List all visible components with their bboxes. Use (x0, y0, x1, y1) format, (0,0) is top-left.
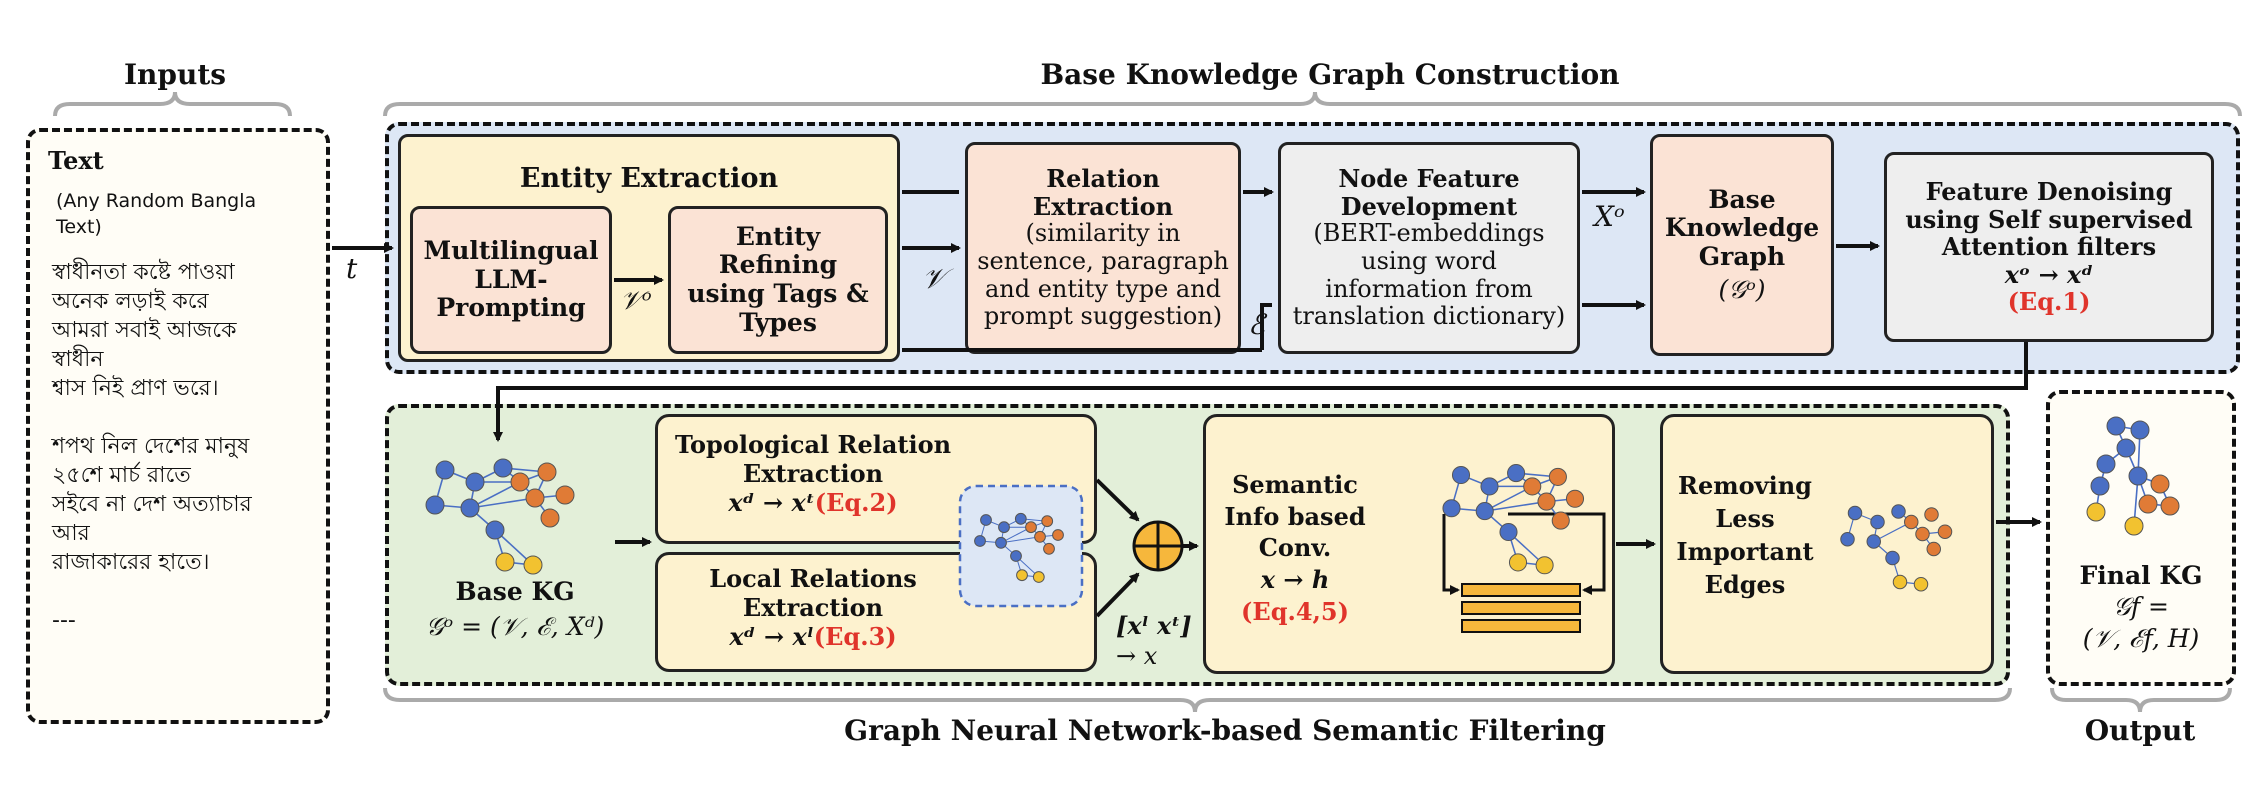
bangla-line: শপথ নিল দেশের মানুষ (52, 434, 250, 460)
bangla-line: শ্বাস নিই প্রাণ ভরে। (52, 376, 219, 402)
semantic-eq: (Eq.4,5) (1241, 596, 1349, 626)
input-text-panel: Text (Any Random Bangla Text) স্বাধীনতা … (26, 128, 330, 724)
relation-desc-line: sentence, paragraph (977, 247, 1229, 275)
topological-title-line: Extraction (742, 458, 884, 488)
denoising-title-line: using Self supervised (1905, 204, 2193, 234)
gnn-brace (383, 687, 2012, 713)
topological-formula: xᵈ → xᵗ (728, 487, 815, 517)
base-kg-caption: Base KG 𝒢ᵒ = (𝒱, ℰ, Xᵈ) (400, 574, 630, 644)
arrow-label-v: 𝒱 (922, 262, 946, 295)
bangla-line: সইবে না দেশ অত্যাচার (52, 492, 252, 518)
gnn-filtering-title: Graph Neural Network-based Semantic Filt… (844, 714, 1606, 747)
denoising-title-line: Feature Denoising (1925, 177, 2173, 207)
bangla-line: স্বাধীনতা কষ্টে পাওয়া (52, 260, 235, 286)
output-brace (2050, 687, 2232, 713)
local-relations-box: Local Relations Extraction xᵈ → xˡ(Eq.3) (655, 552, 1097, 672)
output-panel (2046, 390, 2236, 686)
arrow-label-e: ℰ (1248, 308, 1265, 341)
refining-line: using Tags & (687, 279, 869, 308)
refining-line: Types (739, 307, 817, 337)
llm-line: LLM- (474, 264, 548, 294)
base-kg-label: Base KG (455, 577, 575, 606)
node-feature-desc-line: (BERT-embeddings (1313, 219, 1545, 248)
input-subtitle-line2: Text) (56, 215, 102, 238)
bangla-line: ২৫শে মার্চ রাতে (52, 463, 191, 489)
removing-title-line: Removing (1678, 471, 1812, 500)
llm-line: Prompting (436, 293, 586, 323)
base-kg-title-line: Base (1708, 184, 1776, 214)
node-feature-box: Node Feature Development (BERT-embedding… (1278, 142, 1580, 354)
base-kg-formula: 𝒢ᵒ = (𝒱, ℰ, Xᵈ) (425, 612, 605, 641)
semantic-title-line: Conv. (1258, 533, 1332, 563)
bangla-text: স্বাধীনতা কষ্টে পাওয়া অনেক লড়াই করে আম… (52, 258, 312, 635)
base-kg-title-line: Knowledge (1664, 213, 1820, 243)
final-kg-caption: Final KG 𝒢f = (𝒱, ℰf, H) (2046, 560, 2236, 654)
topological-eq: (Eq.2) (814, 487, 898, 517)
arrow-label-t: t (346, 252, 358, 285)
multilingual-llm-box: Multilingual LLM- Prompting (410, 206, 612, 354)
base-kg-title-line: Graph (1698, 242, 1786, 271)
topological-title-line: Topological Relation (674, 430, 952, 459)
arrow-label-vo: 𝒱ᵒ (620, 286, 652, 316)
denoising-formula: xᵒ → xᵈ (2004, 259, 2094, 289)
node-feature-title-line: Node Feature (1338, 164, 1520, 194)
inputs-brace (53, 91, 292, 117)
bangla-line: স্বাধীন (52, 347, 104, 373)
base-kg-construction-title: Base Knowledge Graph Construction (1040, 58, 1620, 91)
bangla-line: রাজাকারের হাতে। (52, 550, 210, 576)
bangla-line: আমরা সবাই আজকে (52, 318, 237, 344)
semantic-title-line: Info based (1224, 501, 1366, 531)
final-kg-formula-line2: (𝒱, ℰf, H) (2082, 623, 2200, 653)
semantic-conv-box: Semantic Info based Conv. x → h (Eq.4,5) (1203, 414, 1615, 674)
relation-extraction-box: Relation Extraction (similarity in sente… (965, 142, 1241, 354)
concat-line1: [xˡ xᵗ] (1116, 611, 1192, 640)
local-eq: (Eq.3) (813, 621, 897, 651)
entity-refining-box: Entity Refining using Tags & Types (668, 206, 888, 354)
input-subtitle-line1: (Any Random Bangla (56, 190, 257, 212)
concat-line2: → x (1116, 642, 1158, 671)
bangla-line: আর (52, 521, 90, 547)
inputs-title: Inputs (123, 58, 227, 91)
arrow-label-xo: Xᵒ (1594, 200, 1625, 233)
concat-label: [xˡ xᵗ] → x (1116, 610, 1192, 672)
bangla-line (52, 577, 312, 606)
denoising-eq: (Eq.1) (2007, 287, 2091, 317)
final-kg-formula-line1: 𝒢f = (2113, 592, 2169, 622)
relation-desc-line: (similarity in (1025, 219, 1181, 248)
removing-edges-box: Removing Less Important Edges (1660, 414, 1994, 674)
topological-relation-box: Topological Relation Extraction xᵈ → xᵗ(… (655, 414, 1097, 544)
semantic-title-line: Semantic (1232, 470, 1358, 499)
node-feature-desc-line: translation dictionary) (1292, 302, 1566, 331)
entity-extraction-title: Entity Extraction (519, 163, 779, 194)
node-feature-desc-line: using word (1361, 247, 1497, 275)
node-feature-title-line: Development (1340, 191, 1518, 221)
llm-line: Multilingual (423, 235, 599, 265)
base-kg-symbol: (𝒢ᵒ) (1718, 274, 1766, 304)
bangla-line: --- (52, 608, 76, 634)
base-knowledge-graph-box: Base Knowledge Graph (𝒢ᵒ) (1650, 134, 1834, 356)
refining-line: Entity (735, 221, 821, 251)
input-heading: Text (48, 146, 104, 175)
relation-title-line: Relation (1046, 164, 1160, 194)
bangla-line: অনেক লড়াই করে (52, 289, 209, 315)
relation-desc-line: prompt suggestion) (983, 302, 1223, 331)
removing-title-line: Edges (1704, 570, 1786, 600)
denoising-title-line: Attention filters (1941, 232, 2157, 262)
removing-title-line: Important (1676, 537, 1814, 567)
relation-desc-line: and entity type and (984, 274, 1222, 303)
local-title-line: Extraction (742, 592, 884, 622)
base-kg-brace (383, 91, 2242, 117)
semantic-formula: x → h (1260, 565, 1330, 595)
local-formula: xᵈ → xˡ (729, 621, 814, 651)
final-kg-label: Final KG (2079, 561, 2203, 590)
feature-denoising-box: Feature Denoising using Self supervised … (1884, 152, 2214, 342)
relation-title-line: Extraction (1032, 191, 1174, 221)
refining-line: Refining (718, 250, 838, 280)
node-feature-desc-line: information from (1325, 274, 1533, 303)
bangla-line (52, 403, 312, 432)
local-title-line: Local Relations (709, 564, 917, 593)
removing-title-line: Less (1715, 504, 1775, 534)
output-title: Output (2084, 714, 2196, 747)
